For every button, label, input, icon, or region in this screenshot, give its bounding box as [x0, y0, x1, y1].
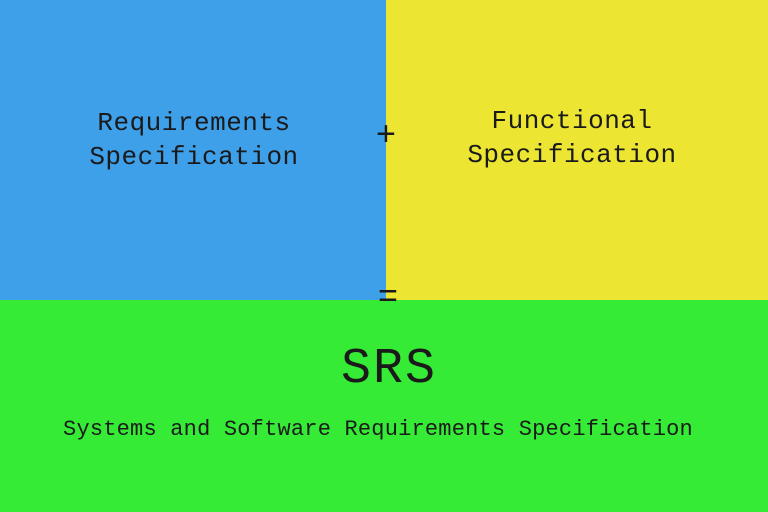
srs-full-name: Systems and Software Requirements Specif… — [63, 417, 693, 442]
functional-line: Functional — [491, 106, 653, 136]
srs-panel — [0, 300, 768, 512]
requirements-specification-label: Requirements Specification — [40, 106, 348, 174]
requirements-panel — [0, 0, 386, 300]
equals-operator: = — [377, 280, 399, 318]
specification-line: Specification — [89, 142, 299, 172]
requirements-line: Requirements — [97, 108, 291, 138]
plus-operator: + — [375, 118, 397, 156]
specification-line: Specification — [467, 140, 677, 170]
functional-panel — [386, 0, 768, 300]
srs-abbreviation: SRS — [340, 341, 437, 398]
functional-specification-label: Functional Specification — [418, 104, 726, 172]
